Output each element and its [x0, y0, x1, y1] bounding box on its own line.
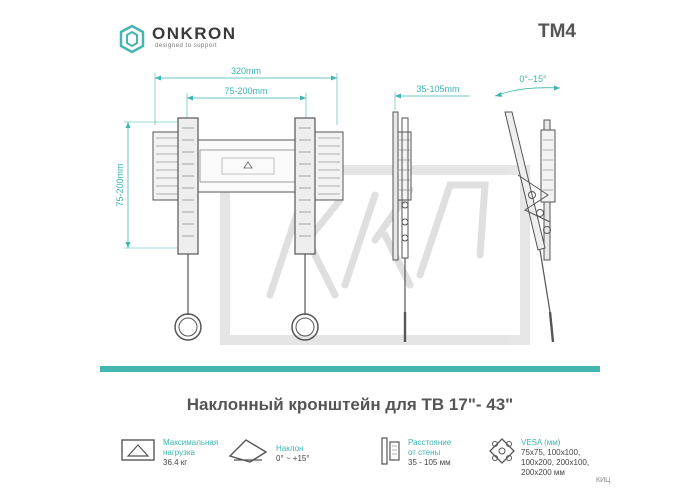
dimension-vesa-height: 75-200mm [115, 121, 185, 249]
dimension-tilt: 0°–15° [494, 74, 561, 97]
vesa-width-label: 75-200mm [224, 86, 267, 96]
side-view [392, 111, 412, 342]
wall-distance-label: 35-105mm [416, 84, 459, 94]
tilt-view [504, 111, 556, 343]
watermark [220, 165, 530, 345]
weight-icon [121, 439, 155, 461]
onkron-logo-icon [119, 24, 145, 54]
tilt-icon [228, 439, 268, 463]
spec-vesa-value: 75x75, 100x100, 100x200, 200x100, 200x20… [521, 448, 590, 477]
spec-tilt: Наклон 0° ~ +15° [276, 444, 310, 464]
spec-wall-distance-label: Расстояние от стены [408, 438, 452, 457]
watermark-caption: КИЦ [596, 477, 611, 484]
spec-tilt-value: 0° ~ +15° [276, 454, 310, 463]
spec-wall-distance: Расстояние от стены 35 - 105 мм [408, 438, 451, 468]
total-width-label: 320mm [231, 66, 261, 76]
technical-drawing: 320mm 75-200mm 75-200mm [115, 66, 561, 345]
spec-vesa-label: VESA (мм) [521, 438, 561, 447]
brand-tagline: designed to support [155, 43, 218, 49]
product-title: Наклонный кронштейн для ТВ 17"- 43" [186, 395, 514, 414]
spec-vesa: VESA (мм) 75x75, 100x100, 100x200, 200x1… [521, 438, 589, 478]
dimension-total-width: 320mm [154, 66, 338, 125]
model-number: TM4 [538, 21, 576, 42]
spec-max-load-label: Максимальная нагрузка [163, 438, 219, 457]
brand-name: ONKRON [152, 24, 237, 43]
dimension-wall-distance: 35-105mm [394, 84, 470, 110]
vesa-height-label: 75-200mm [115, 163, 125, 206]
spec-max-load-value: 36.4 кг [163, 458, 188, 467]
dimension-vesa-width: 75-200mm [186, 86, 307, 118]
spec-max-load: Максимальная нагрузка 36.4 кг [163, 438, 218, 468]
vesa-icon [489, 438, 515, 464]
accent-divider [100, 366, 600, 372]
front-view [152, 117, 344, 341]
spec-wall-distance-value: 35 - 105 мм [408, 458, 451, 467]
spec-tilt-label: Наклон [276, 444, 304, 453]
tilt-label: 0°–15° [519, 74, 547, 84]
wall-distance-icon [381, 437, 400, 465]
